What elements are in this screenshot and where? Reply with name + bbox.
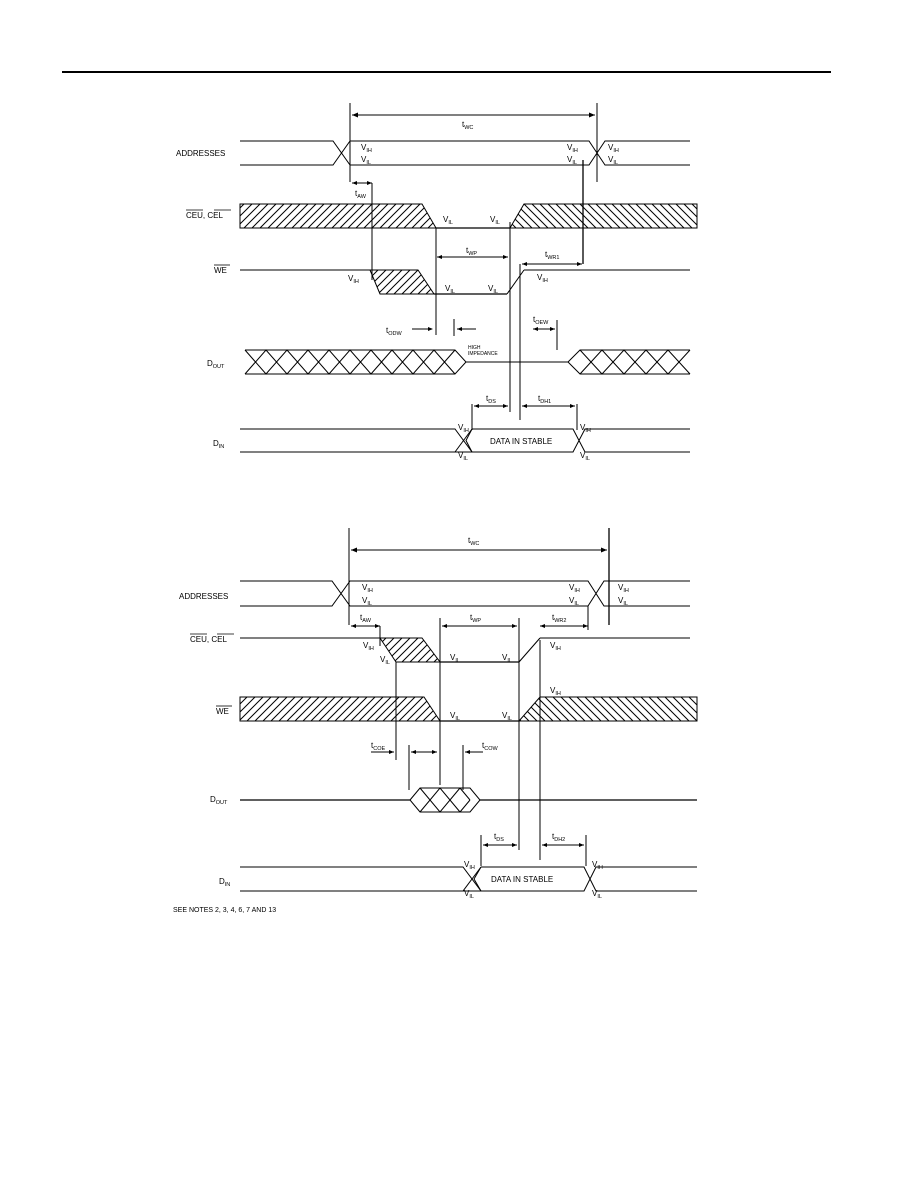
twr2-label: tWR2 [552,613,566,624]
svg-text:VIH: VIH [363,641,374,652]
todw-label: tODW [386,326,402,337]
svg-text:VIL: VIL [592,889,602,900]
signal-label-ceu-cel: CEU, CEL [186,211,223,220]
signal-label-we: WE [214,266,227,275]
we-hatch-3 [517,696,698,722]
svg-text:VIL: VIL [450,653,460,664]
taw-label-2: tAW [360,613,372,624]
notes-text: SEE NOTES 2, 3, 4, 6, 7 AND 13 [173,907,276,914]
tds-label-1: tDS [486,394,496,405]
signal-label-din: DIN [213,439,224,450]
addr-vil-2: VIL [567,155,577,166]
svg-text:VIH: VIH [458,423,469,434]
signal-label-addresses-2: ADDRESSES [179,592,228,601]
we-hatch-2 [239,696,441,722]
svg-text:VIL: VIL [443,215,453,226]
signal-label-addresses: ADDRESSES [176,149,225,158]
data-stable-text-1: DATA IN STABLE [490,437,552,446]
addr-vih-3: VIH [608,143,619,154]
svg-text:VIH: VIH [618,583,629,594]
svg-text:VIH: VIH [464,860,475,871]
tdh1-label: tDH1 [538,394,551,405]
svg-text:VIH: VIH [348,274,359,285]
tcow-label: tCOW [482,741,498,752]
dout-waveform-2 [409,787,481,813]
impedance-text: IMPEDANCE [468,351,498,357]
signal-label-ceu-cel-2: CEU, CEL [190,635,227,644]
svg-text:VIL: VIL [380,655,390,666]
svg-text:VIH: VIH [362,583,373,594]
svg-text:VIH: VIH [537,273,548,284]
signal-label-dout: DOUT [207,359,225,370]
ceu-hatch-2 [509,203,698,229]
diagram-1: tWC ADDRESSES VIH VIL VIH VIL VIH VIL tA… [176,103,698,462]
ceu-hatch-1 [239,203,437,229]
diagram-2: tWC ADDRESSES VIH VIL VIH VIL VIH VIL tA… [173,528,698,914]
svg-text:VIH: VIH [580,423,591,434]
svg-text:VIL: VIL [362,596,372,607]
svg-text:VIL: VIL [580,451,590,462]
din-waveform-2 [240,866,697,892]
data-stable-text-2: DATA IN STABLE [491,875,553,884]
svg-text:VIL: VIL [502,711,512,722]
tcoe-label: tCOE [371,741,385,752]
svg-text:VIL: VIL [502,653,512,664]
twc-label: tWC [462,120,473,131]
signal-label-din-2: DIN [219,877,230,888]
twp-label-2: tWP [470,613,481,624]
twr1-label: tWR1 [545,250,559,261]
svg-text:VIH: VIH [550,686,561,697]
signal-label-dout-2: DOUT [210,795,228,806]
addr-vil-3: VIL [608,155,618,166]
dout-waveform-1 [244,349,691,375]
tds-label-2: tDS [494,832,504,843]
twc-label-2: tWC [468,536,479,547]
svg-text:VIL: VIL [569,596,579,607]
din-waveform-1 [240,428,690,453]
svg-text:VIL: VIL [490,215,500,226]
twp-label: tWP [466,246,477,257]
high-text: HIGH [468,345,481,351]
addresses-waveform [240,140,690,166]
svg-text:VIL: VIL [488,284,498,295]
svg-text:VIH: VIH [592,860,603,871]
svg-text:VIL: VIL [464,889,474,900]
svg-text:VIH: VIH [550,641,561,652]
signal-label-we-2: WE [216,707,229,716]
addr-vih-2: VIH [567,143,578,154]
svg-text:VIL: VIL [445,284,455,295]
svg-text:VIH: VIH [569,583,580,594]
svg-text:VIL: VIL [458,451,468,462]
we-hatch [369,269,435,295]
svg-text:VIL: VIL [450,711,460,722]
addr-vil-1: VIL [361,155,371,166]
addr-vih-1: VIH [361,143,372,154]
taw-label: tAW [355,189,367,200]
toew-label: tOEW [533,315,549,326]
ceu-hatch-3 [379,637,441,663]
tdh2-label: tDH2 [552,832,565,843]
svg-text:VIL: VIL [618,596,628,607]
